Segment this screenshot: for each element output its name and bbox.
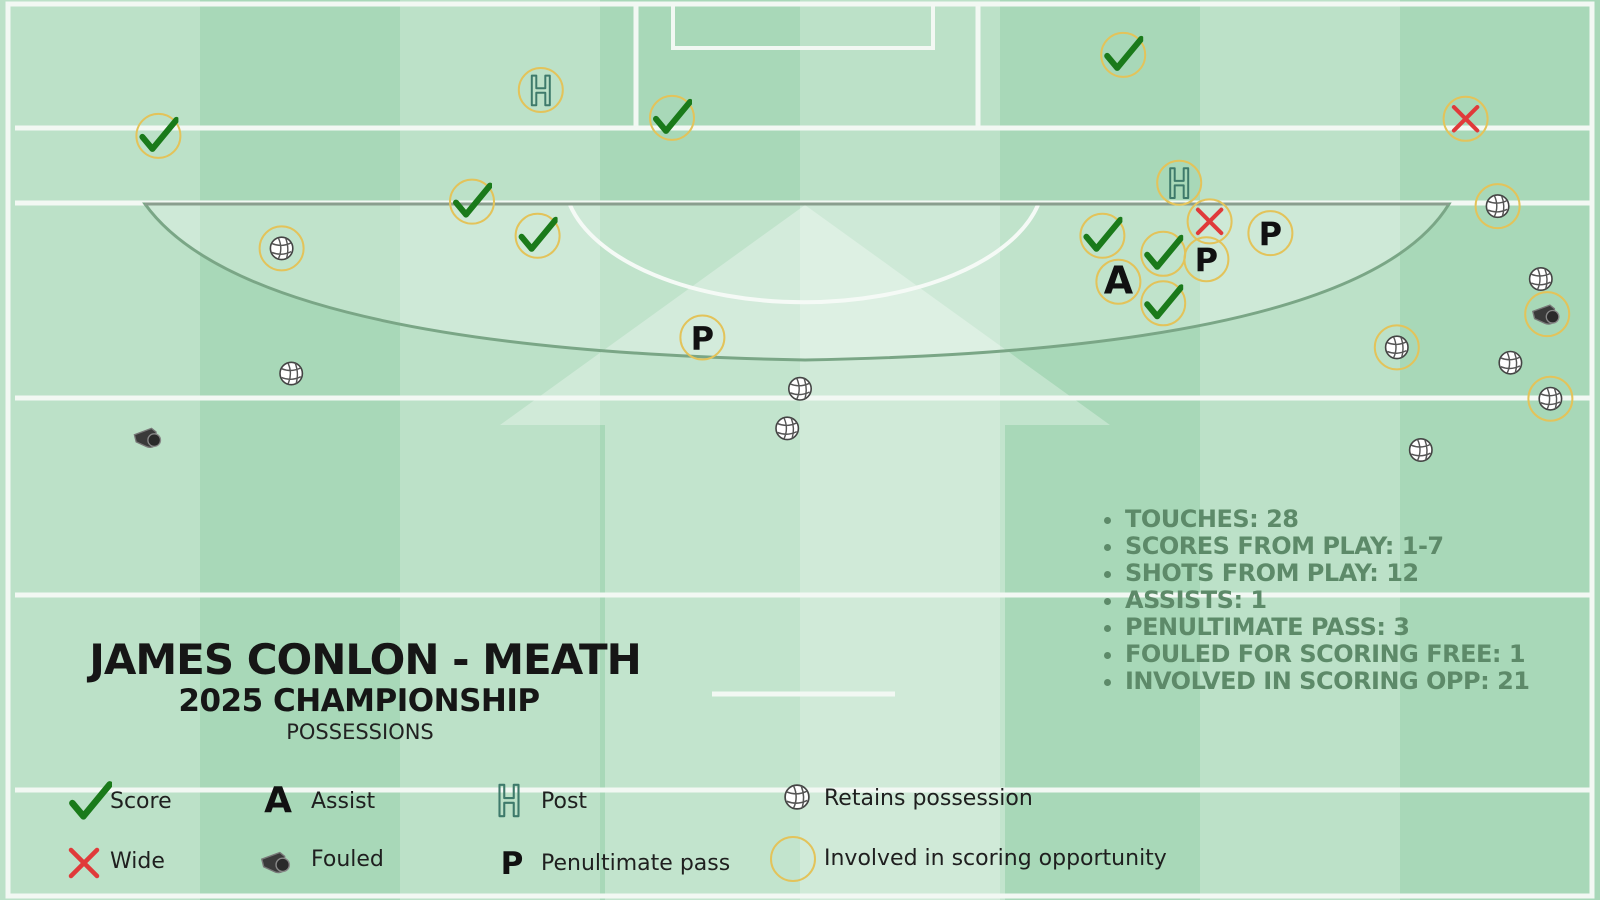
marker-retains <box>258 225 305 272</box>
involved-ring <box>1527 375 1574 422</box>
involved-ring <box>517 67 564 113</box>
marker-penultimate: P <box>1183 236 1230 283</box>
marker-wide <box>1186 198 1233 245</box>
marker-score <box>649 94 695 141</box>
retains-icon <box>269 236 294 261</box>
involved-ring <box>1474 183 1521 230</box>
involved-ring <box>1095 258 1142 305</box>
involved-ring <box>1186 198 1233 245</box>
legend-involved-icon <box>770 836 816 882</box>
penultimate-icon: P <box>691 320 714 358</box>
involved-ring <box>649 94 695 141</box>
involved-ring <box>1247 210 1294 257</box>
legend: A P <box>71 780 816 882</box>
involved-ring <box>1524 291 1571 338</box>
involved-ring <box>679 314 726 361</box>
marker-penultimate: P <box>1247 210 1294 257</box>
legend-penultimate-icon: P <box>501 846 524 882</box>
retains-icon <box>787 376 813 401</box>
involved-ring <box>1442 95 1489 142</box>
marker-wide <box>1442 95 1489 142</box>
marker-retains <box>787 376 813 401</box>
marker-score <box>449 178 495 225</box>
marker-fouled <box>1524 291 1571 338</box>
retains-icon <box>1528 266 1553 292</box>
legend-retains-icon <box>784 784 810 810</box>
retains-icon <box>1384 335 1409 360</box>
direction-arrow <box>500 205 1110 900</box>
involved-ring <box>514 212 561 259</box>
marker-score <box>135 112 182 159</box>
marker-score <box>514 212 561 259</box>
retains-icon <box>775 416 800 441</box>
involved-ring <box>1100 31 1147 78</box>
marker-assist: A <box>1095 258 1142 305</box>
marker-score <box>1140 280 1187 327</box>
involved-ring <box>135 112 182 159</box>
marker-retains <box>1498 350 1523 375</box>
penultimate-icon: P <box>1195 241 1218 279</box>
marker-post <box>517 67 564 113</box>
retains-icon <box>1538 386 1563 411</box>
retains-icon <box>1408 437 1433 463</box>
involved-ring <box>258 225 305 272</box>
marker-retains <box>1408 437 1433 463</box>
marker-retains <box>775 416 800 441</box>
assist-icon: A <box>1104 259 1134 303</box>
involved-ring <box>1183 236 1230 283</box>
marker-post <box>1156 159 1203 206</box>
marker-retains <box>279 361 304 386</box>
possession-markers: P P P A <box>133 31 1574 463</box>
involved-ring <box>1156 159 1203 206</box>
marker-retains <box>1373 324 1420 371</box>
involved-ring <box>1373 324 1420 371</box>
legend-assist-icon: A <box>264 780 292 821</box>
marker-retains <box>1528 266 1553 292</box>
retains-icon <box>1485 194 1510 219</box>
marker-score <box>1079 212 1126 259</box>
involved-ring <box>1140 280 1187 327</box>
marker-penultimate: P <box>679 314 726 361</box>
marker-retains <box>1474 183 1521 230</box>
retains-icon <box>279 361 304 386</box>
retains-icon <box>1498 350 1523 375</box>
involved-ring <box>1079 212 1126 259</box>
penultimate-icon: P <box>1259 215 1282 253</box>
marker-score <box>1100 31 1147 78</box>
marker-retains <box>1527 375 1574 422</box>
involved-ring <box>449 178 495 225</box>
